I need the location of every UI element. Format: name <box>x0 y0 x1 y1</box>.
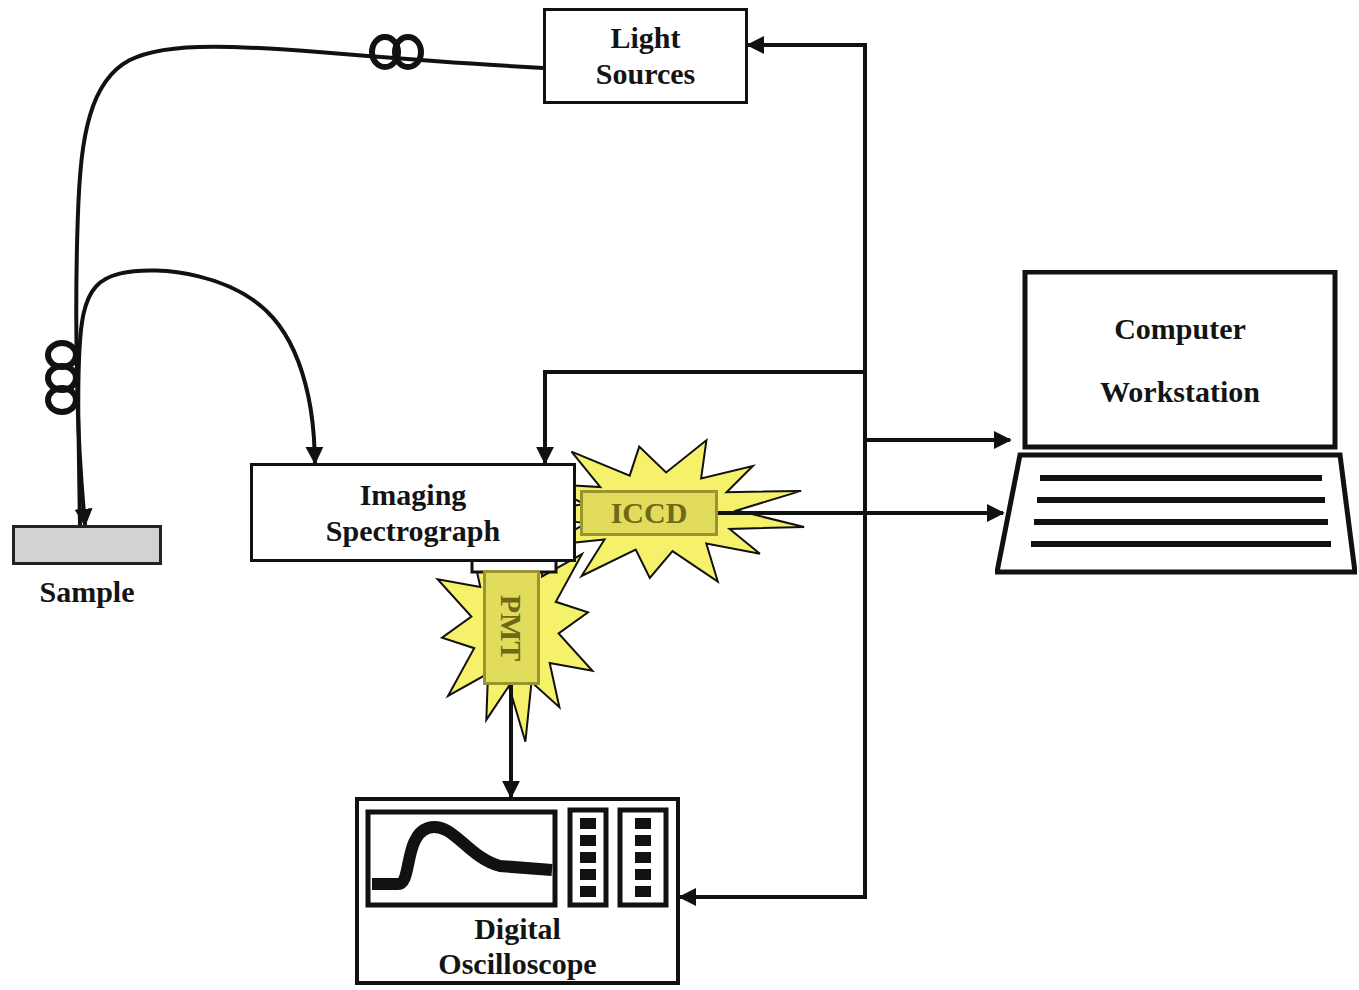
fiber-coil <box>48 343 76 412</box>
connector <box>509 685 513 797</box>
node-label: Digital Oscilloscope <box>418 912 618 981</box>
node-label: PMT <box>494 594 530 661</box>
computer: Computer Workstation <box>995 270 1357 575</box>
screen-area: Computer Workstation <box>1025 272 1335 447</box>
connector <box>748 45 1010 440</box>
detector-box: PMT <box>483 570 540 685</box>
sample-plate: Sample <box>12 525 162 565</box>
connector <box>76 47 543 525</box>
connector <box>680 440 1010 897</box>
connector <box>718 511 1003 515</box>
node-label: ICCD <box>611 495 688 531</box>
detector-box: ICCD <box>580 490 718 536</box>
node-label: Imaging Spectrograph <box>288 477 538 549</box>
node-label: Computer Workstation <box>1080 297 1280 423</box>
node-label: Light Sources <box>571 20 721 92</box>
oscilloscope-screen <box>368 810 666 905</box>
node-label: Sample <box>0 574 179 610</box>
connector <box>545 372 1010 463</box>
oscilloscope: Digital Oscilloscope <box>355 797 680 985</box>
fiber-coil <box>372 37 421 67</box>
process-box: Imaging Spectrograph <box>250 463 576 562</box>
process-box: Light Sources <box>543 8 748 104</box>
